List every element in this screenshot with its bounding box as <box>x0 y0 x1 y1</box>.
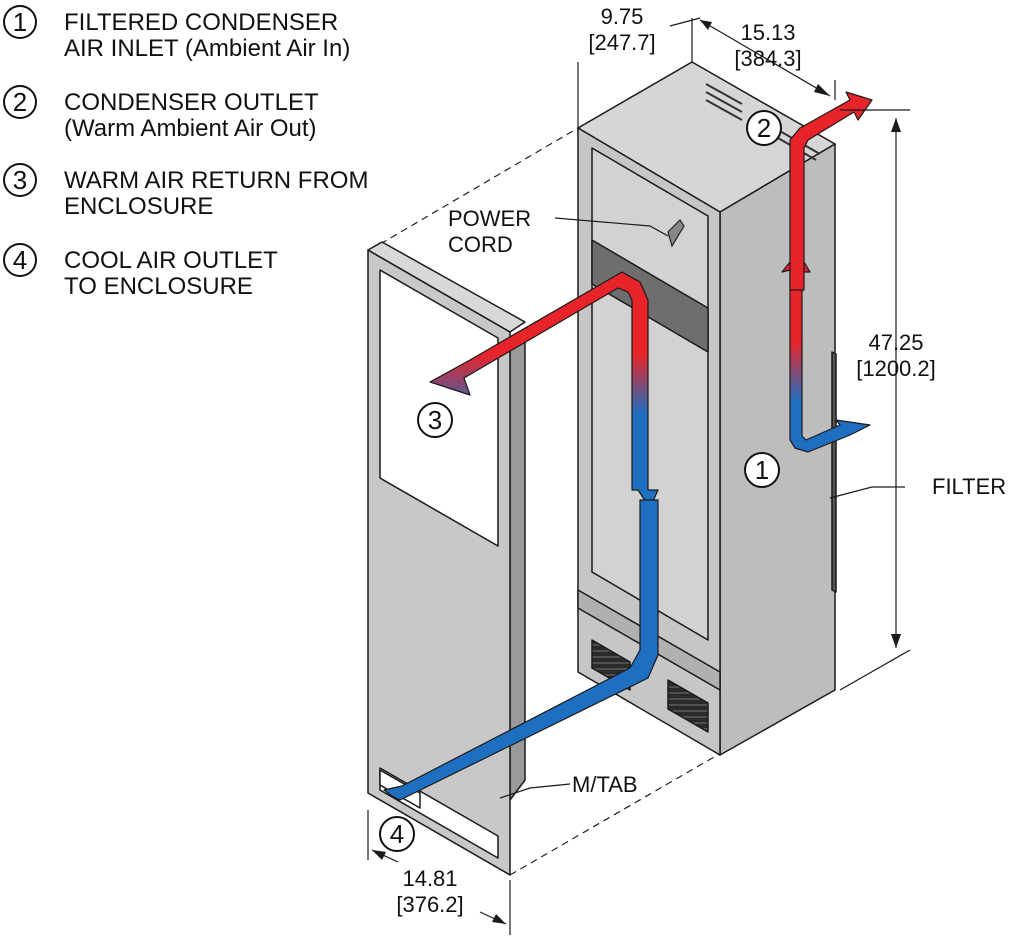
legend: 1 FILTERED CONDENSER AIR INLET (Ambient … <box>3 5 368 300</box>
marker-3 <box>417 402 453 438</box>
legend-num-2: 2 <box>13 87 27 117</box>
legend-line1-4: COOL AIR OUTLET <box>64 247 278 274</box>
marker-3-label: 3 <box>428 405 442 435</box>
airflow-return-path <box>429 271 659 509</box>
dim-depth-inch: 9.75 <box>601 4 644 29</box>
dim-door-width-mm: [376.2] <box>396 892 463 917</box>
dim-width-mm: [384.3] <box>734 46 801 71</box>
legend-line1-1: FILTERED CONDENSER <box>64 9 338 36</box>
dimension-arrowheads <box>372 20 901 924</box>
marker-4 <box>379 816 415 852</box>
legend-line2-2: (Warm Ambient Air Out) <box>64 115 317 142</box>
door-top <box>367 241 526 333</box>
legend-num-1: 1 <box>13 7 27 37</box>
marker-1-label: 1 <box>755 455 769 485</box>
legend-item-1: 1 FILTERED CONDENSER AIR INLET (Ambient … <box>3 5 350 62</box>
marker-1 <box>744 452 780 488</box>
leader-lines <box>499 217 905 799</box>
power-cord-plug <box>667 219 685 248</box>
dim-height-mm: [1200.2] <box>856 356 936 381</box>
legend-num-3: 3 <box>13 165 27 195</box>
legend-line2-3: ENCLOSURE <box>64 193 213 220</box>
legend-marker-3 <box>3 163 37 197</box>
front-vent-right <box>667 679 709 733</box>
door-panel <box>367 241 526 876</box>
legend-line1-2: CONDENSER OUTLET <box>64 89 319 116</box>
cabinet <box>577 61 837 756</box>
legend-line2-4: TO ENCLOSURE <box>64 273 253 300</box>
dim-door-width-inch: 14.81 <box>402 866 457 891</box>
marker-4-label: 4 <box>390 819 404 849</box>
cabinet-right-side <box>719 143 836 756</box>
diagram-markers: 2 3 1 4 <box>379 110 782 852</box>
legend-line1-3: WARM AIR RETURN FROM <box>64 167 368 194</box>
return-air-band <box>591 239 709 353</box>
marker-2 <box>746 110 782 146</box>
legend-marker-4 <box>3 243 37 277</box>
legend-item-4: 4 COOL AIR OUTLET TO ENCLOSURE <box>3 243 278 300</box>
callout-filter: FILTER <box>932 474 1006 499</box>
airflow-cool-outlet <box>383 499 659 801</box>
dim-width-inch: 15.13 <box>740 20 795 45</box>
legend-item-2: 2 CONDENSER OUTLET (Warm Ambient Air Out… <box>3 85 319 142</box>
callout-power-cord-line1: POWER <box>448 206 531 231</box>
legend-line2-1: AIR INLET (Ambient Air In) <box>64 35 350 62</box>
callout-power-cord-line2: CORD <box>448 232 513 257</box>
airflow-condenser-outlet <box>789 91 873 291</box>
legend-marker-1 <box>3 5 37 39</box>
legend-num-4: 4 <box>13 245 27 275</box>
legend-item-3: 3 WARM AIR RETURN FROM ENCLOSURE <box>3 163 368 220</box>
dim-height-inch: 47.25 <box>868 330 923 355</box>
callout-mtab: M/TAB <box>572 772 638 797</box>
legend-marker-2 <box>3 85 37 119</box>
dimension-lines <box>367 17 911 935</box>
filter-frame <box>831 351 837 593</box>
dim-depth-mm: [247.7] <box>588 30 655 55</box>
marker-2-label: 2 <box>757 113 771 143</box>
airflow <box>383 91 873 801</box>
